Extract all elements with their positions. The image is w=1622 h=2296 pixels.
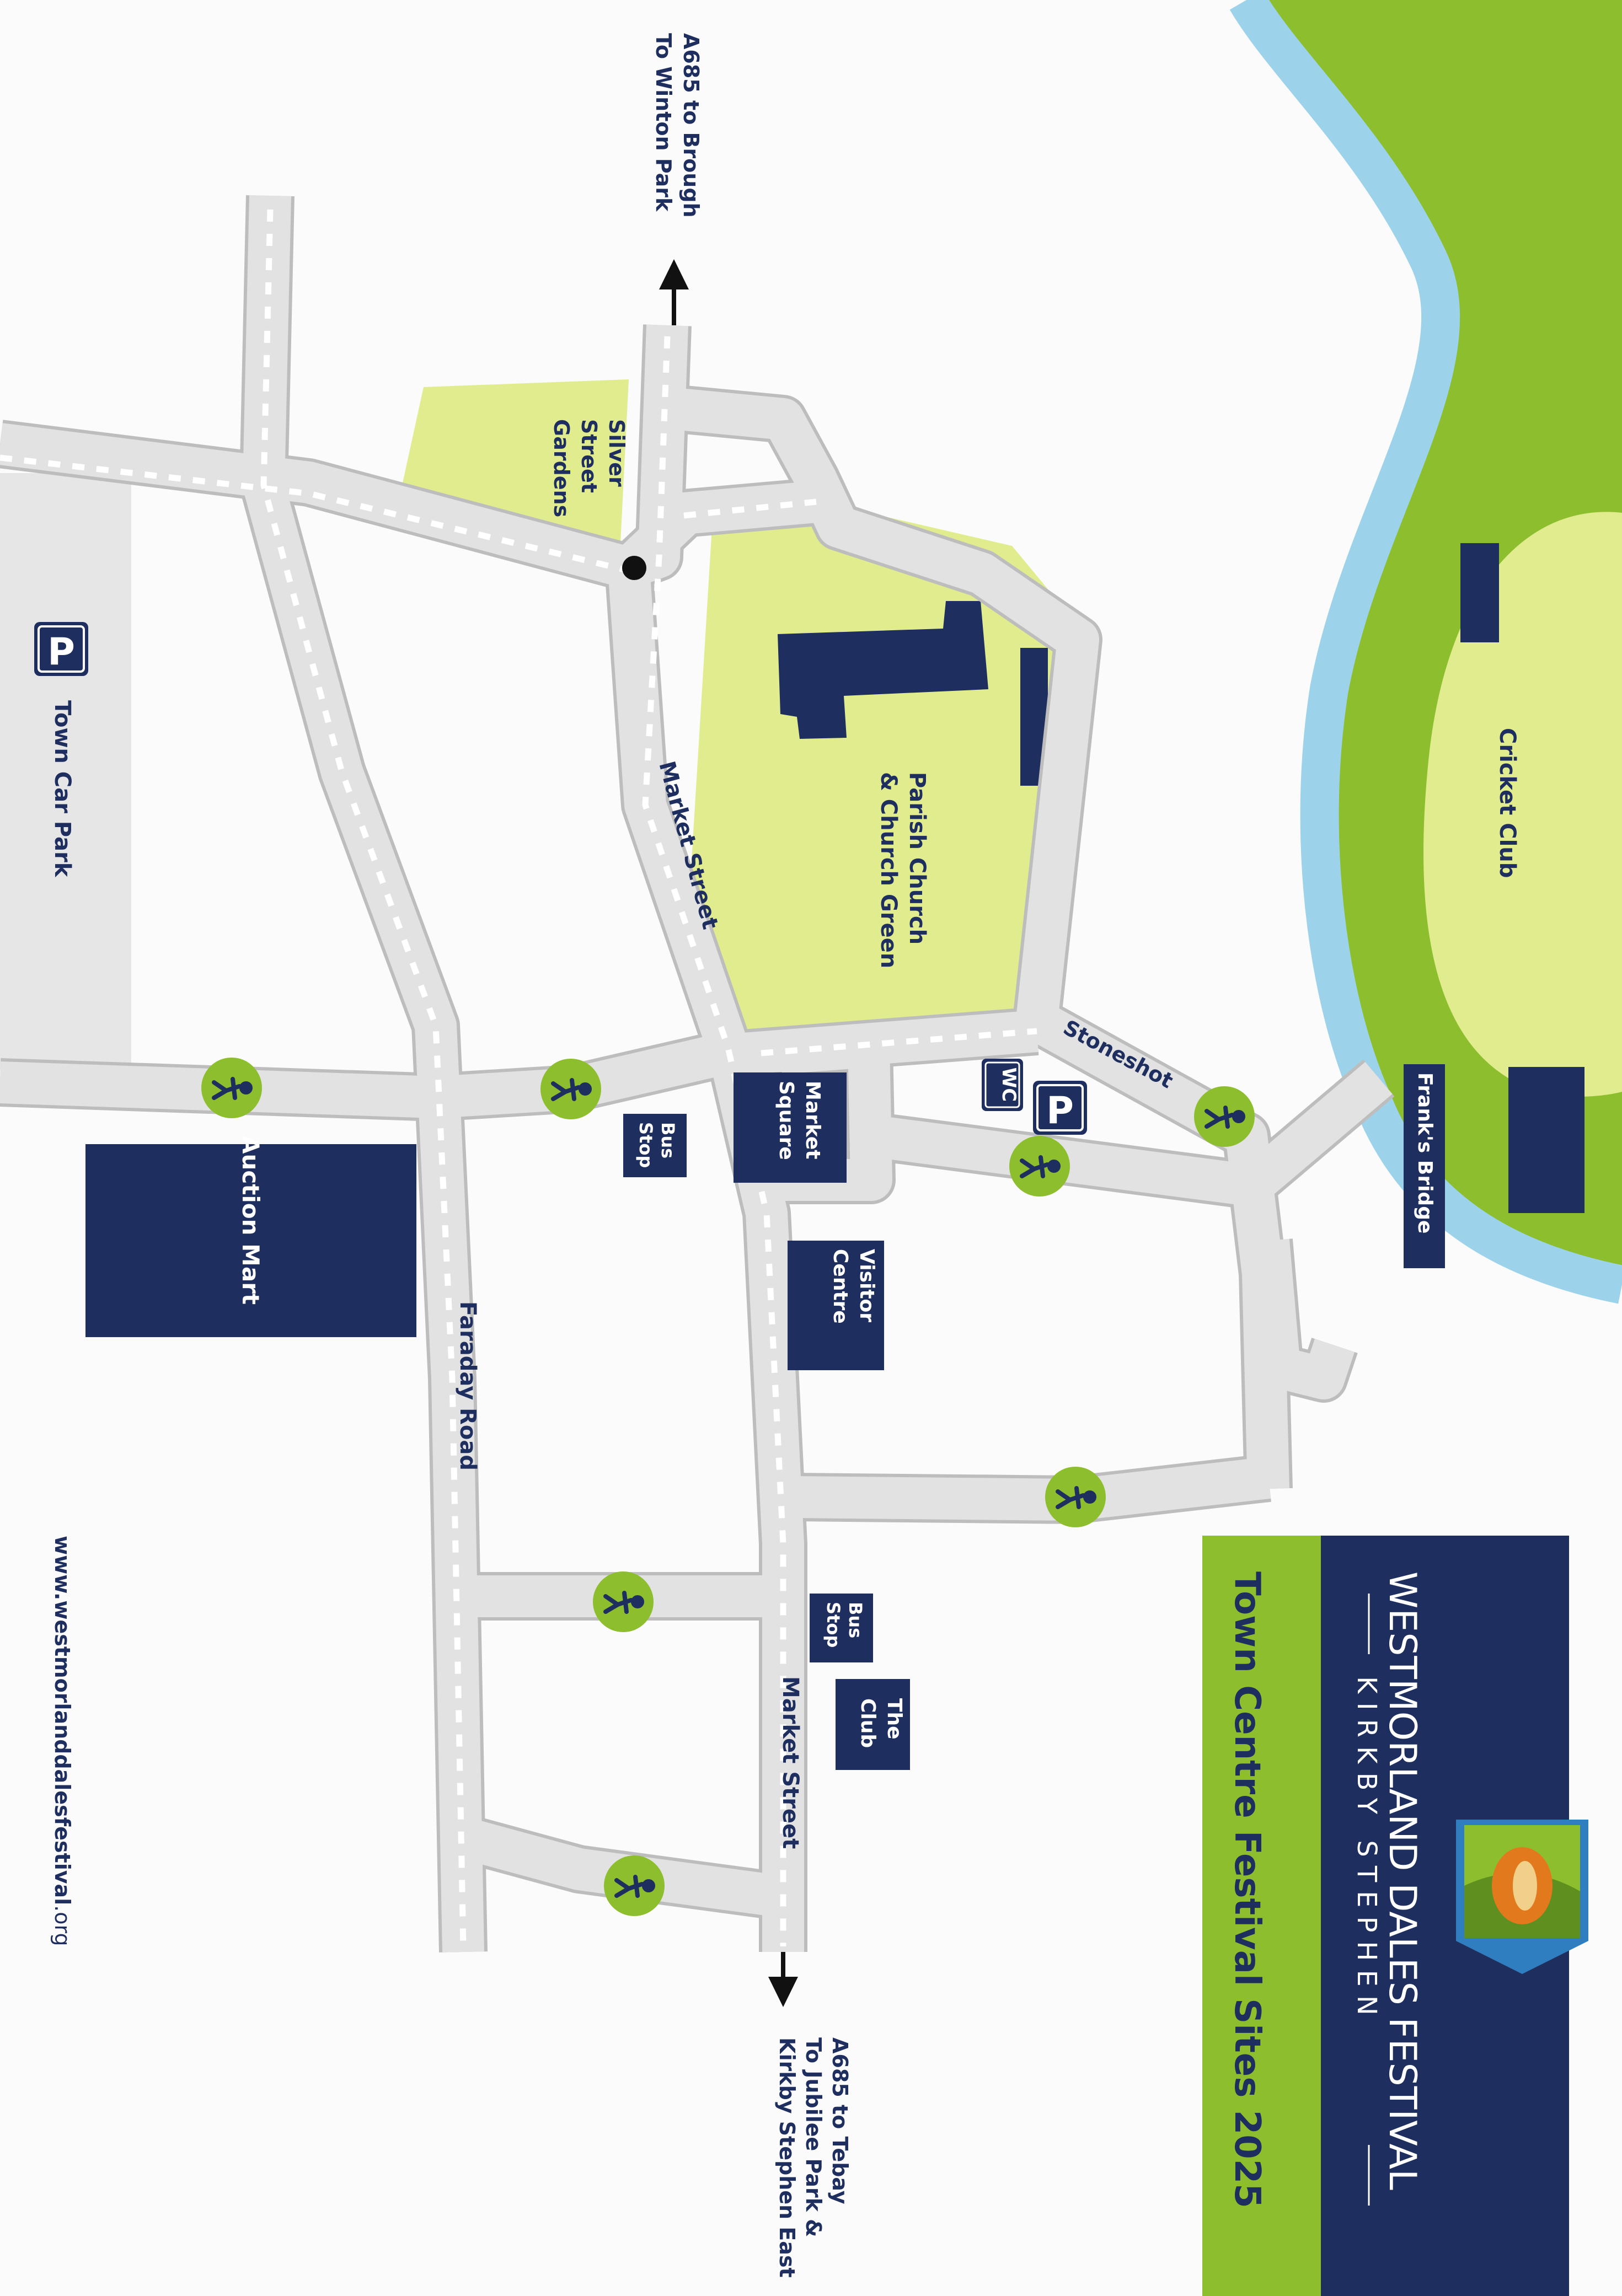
- website-url-main[interactable]: www.westmorlanddalesfestival: [50, 1536, 74, 1905]
- cricket-club-label: Cricket Club: [1495, 728, 1520, 878]
- bus-stop-1-label: Bus Stop: [635, 1122, 678, 1168]
- bus-stop-2-block: [810, 1594, 873, 1662]
- cricket-pavilion: [1460, 543, 1499, 642]
- market-square-line-1: Market: [801, 1081, 824, 1159]
- market-square-label: Market Square: [775, 1081, 824, 1160]
- parking-icon: P: [34, 622, 88, 676]
- bus-stop-1-line-1: Bus: [657, 1122, 678, 1158]
- bus-stop-2-line-2: Stop: [823, 1602, 844, 1648]
- parish-church-building: [778, 601, 988, 739]
- pedestrian-crossing-icon: [1009, 1136, 1070, 1197]
- faraday-road-label: Faraday Road: [455, 1301, 480, 1471]
- riverside-building: [1508, 1067, 1584, 1213]
- header-subtitle: Town Centre Festival Sites 2025: [1227, 1571, 1267, 2208]
- south-direction-label: A685 to Tebay To Jubilee Park & Kirkby S…: [775, 2037, 852, 2278]
- festival-header: Town Centre Festival Sites 2025 WESTMORL…: [1202, 1536, 1569, 2296]
- pedestrian-crossing-icon: [604, 1855, 665, 1916]
- market-street-south-label: Market Street: [778, 1676, 803, 1849]
- pedestrian-crossing-icon: [540, 1059, 601, 1119]
- silver-street-gardens-line-3: Gardens: [549, 419, 574, 517]
- silver-street-gardens-label: Silver Street Gardens: [549, 419, 629, 517]
- silver-street-gardens-line-1: Silver: [604, 419, 629, 487]
- parking-symbol: P: [1046, 1089, 1074, 1133]
- bus-stop-2-label: Bus Stop: [823, 1602, 866, 1648]
- website-url-tld[interactable]: .org: [50, 1905, 74, 1946]
- website-url[interactable]: www.westmorlanddalesfestival.org: [50, 1536, 74, 1946]
- south-direction-line-1: A685 to Tebay: [828, 2037, 852, 2204]
- town-car-park-label: Town Car Park: [50, 700, 75, 878]
- wc-symbol: WC: [998, 1067, 1020, 1102]
- the-club-label: The Club: [856, 1698, 906, 1748]
- south-direction-line-2: To Jubilee Park &: [801, 2037, 826, 2237]
- franks-bridge-block: [1404, 1064, 1445, 1268]
- visitor-centre-line-1: Visitor: [855, 1249, 878, 1322]
- parish-church-line-1: Parish Church: [904, 772, 930, 945]
- wc-icon: WC: [982, 1059, 1023, 1111]
- parking-icon: P: [1033, 1081, 1087, 1135]
- cricket-ground: [1423, 512, 1622, 1097]
- pedestrian-crossing-icon: [1194, 1086, 1255, 1147]
- silver-street-gardens-line-2: Street: [577, 419, 601, 493]
- bus-stop-1-line-2: Stop: [635, 1122, 656, 1168]
- visitor-centre-label: Visitor Centre: [829, 1249, 878, 1324]
- the-club-line-2: Club: [856, 1698, 879, 1748]
- franks-bridge-label: Frank's Bridge: [1414, 1072, 1436, 1233]
- north-direction-line-1: A685 to Brough: [679, 33, 703, 218]
- parish-church-label: Parish Church & Church Green: [876, 772, 930, 968]
- market-square-block: [734, 1072, 847, 1183]
- north-direction-label: A685 to Brough To Winton Park: [651, 33, 703, 218]
- bus-stop-2-line-1: Bus: [845, 1602, 866, 1638]
- auction-mart-label: Auction Mart: [237, 1136, 264, 1305]
- south-arrow-icon: [768, 1952, 798, 2007]
- road-network: [0, 195, 1395, 1952]
- festival-location: KIRKBY STEPHEN: [1351, 1676, 1382, 2024]
- south-direction-line-3: Kirkby Stephen East: [775, 2037, 799, 2278]
- visitor-centre-line-2: Centre: [829, 1249, 852, 1324]
- pedestrian-crossing-icon: [1045, 1467, 1106, 1527]
- pedestrian-crossing-icon: [201, 1058, 262, 1118]
- north-arrow-icon: [659, 259, 689, 325]
- pedestrian-crossing-icon: [593, 1571, 654, 1632]
- parish-church-line-2: & Church Green: [876, 772, 901, 968]
- auction-mart-block: [85, 1144, 416, 1337]
- the-club-block: [836, 1679, 910, 1770]
- visitor-centre-block: [788, 1241, 884, 1370]
- market-square-line-2: Square: [775, 1081, 797, 1160]
- festival-name: WESTMORLAND DALES FESTIVAL: [1380, 1571, 1424, 2190]
- north-direction-line-2: To Winton Park: [651, 33, 676, 212]
- town-centre-dot: [622, 556, 646, 580]
- bus-stop-1-block: [623, 1114, 687, 1177]
- header-lime-band: [1202, 1536, 1329, 2296]
- festival-logo: [1456, 1820, 1588, 1974]
- parking-symbol: P: [47, 630, 75, 674]
- car-park-area: [0, 473, 131, 1070]
- the-club-line-1: The: [883, 1698, 906, 1740]
